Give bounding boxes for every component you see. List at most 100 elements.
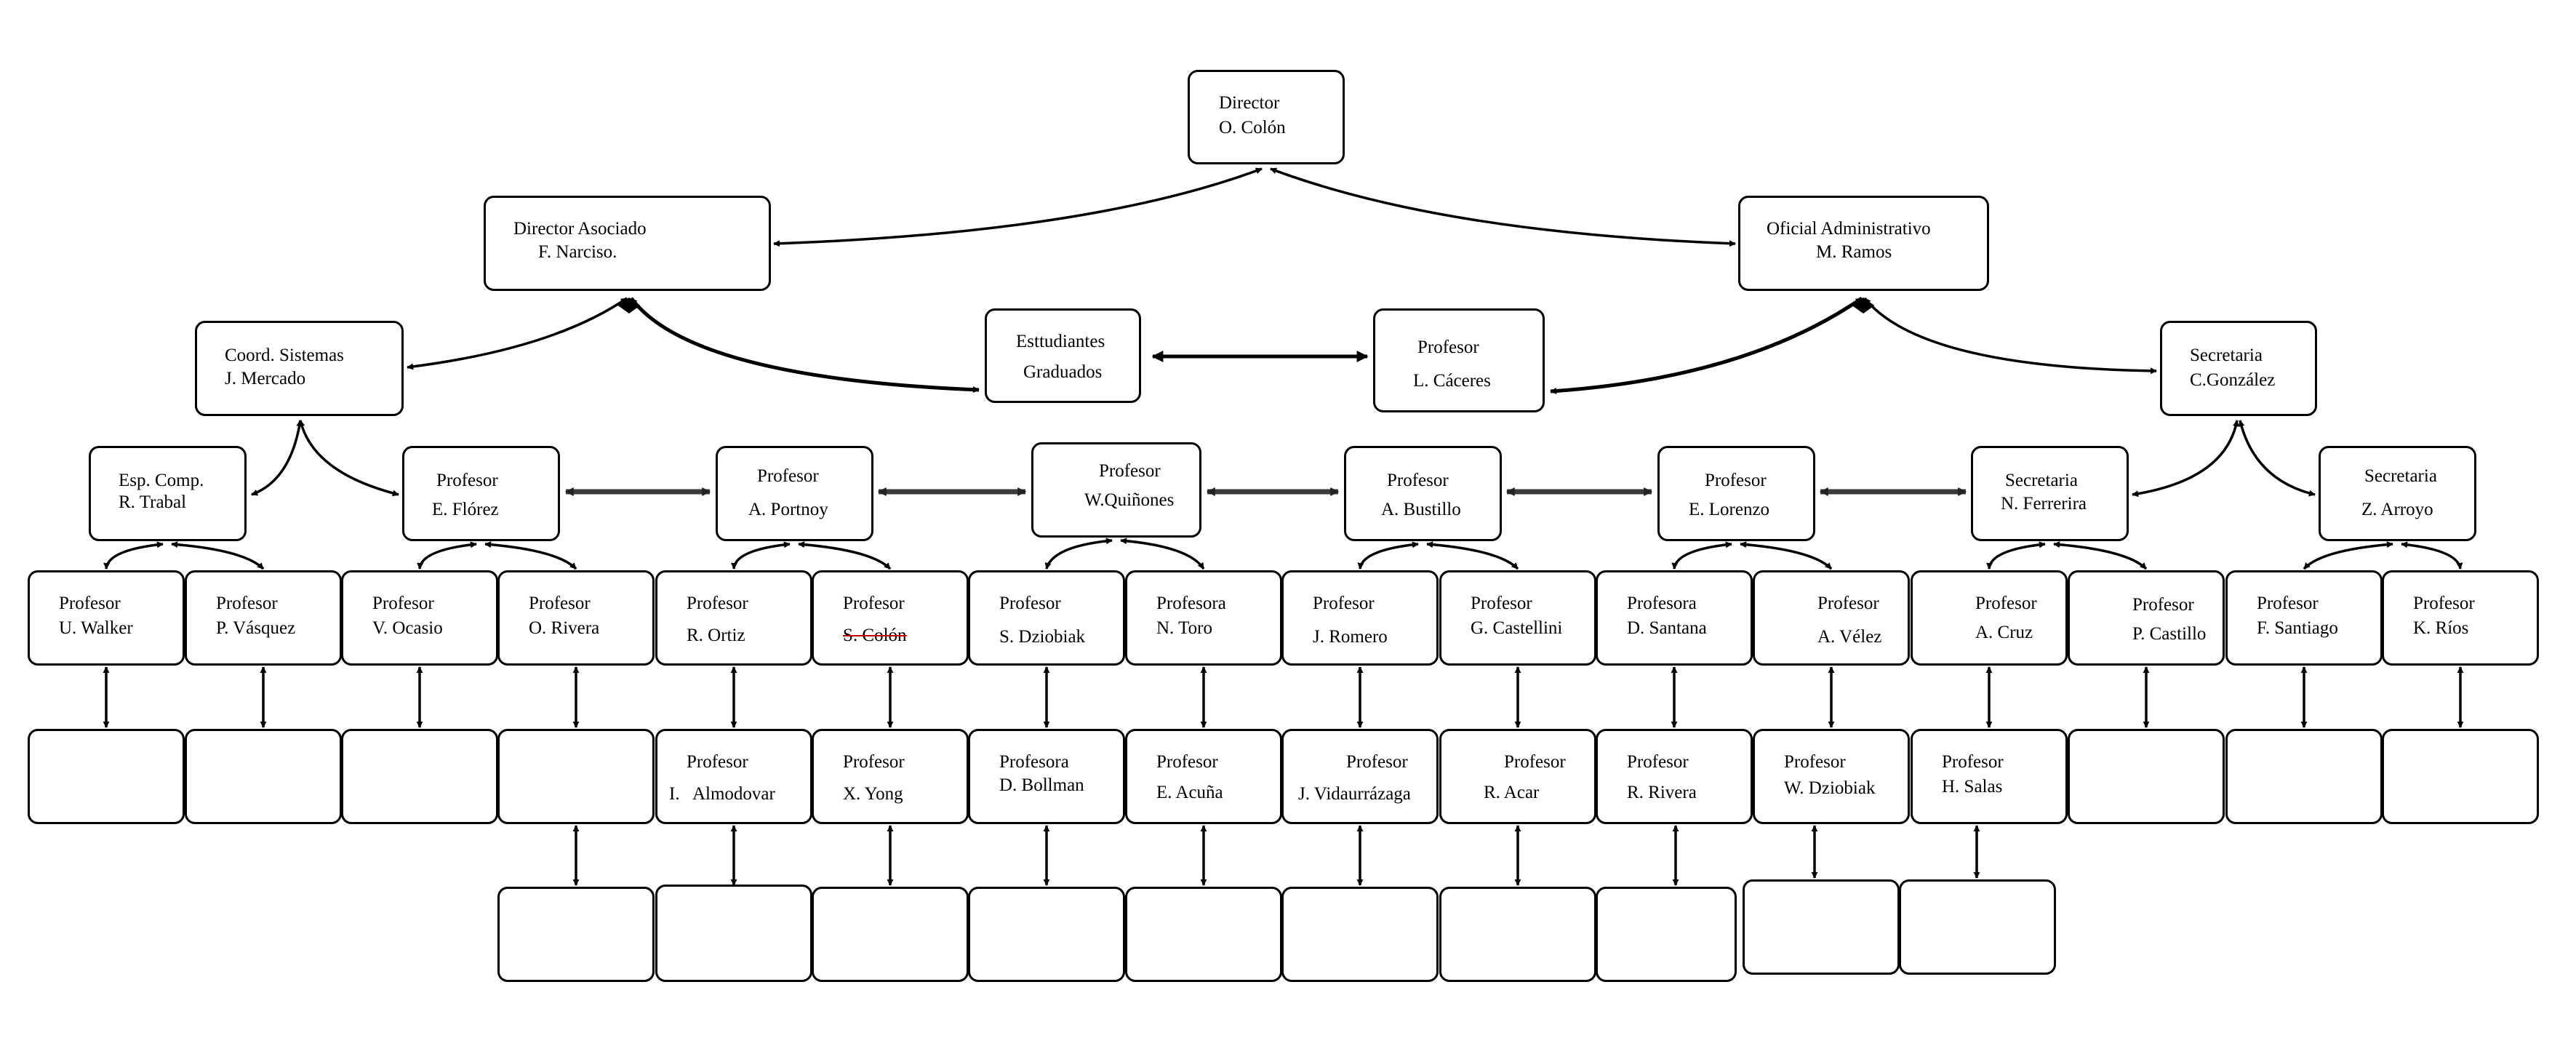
node-sec-ferrerira-title: Secretaria [2005, 471, 2078, 490]
row1-title-12: Profesor [1817, 594, 1879, 613]
link-coord-espcomp [251, 420, 303, 496]
row2-box-1 [28, 729, 185, 824]
row3-box-3 [812, 887, 969, 982]
junction-asociado [617, 298, 641, 314]
row2-person-11: R. Rivera [1627, 783, 1697, 802]
row1-box-2: Profesor P. Vásquez [185, 570, 342, 666]
link-fan-left-8 [2303, 541, 2393, 570]
row2-box-16 [2382, 729, 2539, 824]
row1-person-11: D. Santana [1627, 618, 1707, 638]
link-gonzalez-arroyo [2238, 420, 2316, 497]
link-director-asociado [773, 167, 1263, 247]
row1-title-11: Profesora [1627, 594, 1697, 613]
link-fan-right-2 [484, 541, 577, 570]
node-prof-caceres-person: L. Cáceres [1413, 371, 1491, 391]
row2-title-6: Profesor [843, 752, 905, 772]
row2-title-8: Profesor [1156, 752, 1218, 772]
row2-box-2 [185, 729, 342, 824]
node-sec-gonzalez-title: Secretaria [2190, 346, 2263, 365]
row2-box-13: Profesor H. Salas [1911, 729, 2068, 824]
row2-box-15 [2225, 729, 2383, 824]
row1-title-2: Profesor [216, 594, 278, 613]
row1-title-14: Profesor [2132, 595, 2194, 615]
node-sec-gonzalez-person: C.González [2190, 370, 2276, 390]
row1-person-4: O. Rivera [529, 618, 600, 638]
node-estudiantes-person: Graduados [1023, 362, 1103, 382]
row1-person-2: P. Vásquez [216, 618, 296, 638]
link-gonzalez-ferrerira [2132, 420, 2239, 498]
row1-box-5: Profesor R. Ortiz [655, 570, 812, 666]
node-estudiantes-title: Esttudiantes [1016, 332, 1105, 351]
link-asociado-estudiantes [629, 297, 980, 394]
row3-box-10 [1899, 879, 2056, 975]
node-oficial-administrativo-person: M. Ramos [1816, 242, 1892, 262]
row1-person-13: A. Cruz [1975, 623, 2033, 642]
link-fan-left-1 [103, 541, 164, 570]
node-sec-ferrerira: Secretaria N. Ferrerira [1971, 446, 2129, 541]
node-esp-comp-person: R. Trabal [119, 492, 187, 512]
row1-title-15: Profesor [2257, 594, 2319, 613]
row1-box-11: Profesora D. Santana [1596, 570, 1753, 666]
row1-title-3: Profesor [372, 594, 434, 613]
row2-title-9: Profesor [1346, 752, 1408, 772]
node-esp-comp-title: Esp. Comp. [119, 471, 204, 490]
row1-box-10: Profesor G. Castellini [1439, 570, 1596, 666]
row1-title-10: Profesor [1471, 594, 1532, 613]
row1-title-16: Profesor [2413, 594, 2475, 613]
node-director-asociado-title: Director Asociado [513, 219, 647, 239]
row3-box-2 [655, 885, 812, 982]
link-fan-left-7 [1985, 541, 2046, 570]
row3-box-4 [968, 887, 1125, 982]
node-sec-ferrerira-person: N. Ferrerira [2001, 494, 2087, 514]
row1-person-10: G. Castellini [1471, 618, 1563, 638]
node-coord-sistemas-title: Coord. Sistemas [225, 346, 344, 365]
row2-title-13: Profesor [1942, 752, 2004, 772]
row3-box-9 [1743, 879, 1900, 975]
node-prof-lorenzo-title: Profesor [1705, 471, 1767, 490]
link-coord-florez [298, 420, 399, 497]
row1-title-5: Profesor [687, 594, 748, 613]
link-fan-left-2 [417, 541, 477, 570]
row2-person-10: R. Acar [1484, 783, 1540, 802]
row2-person-13: H. Salas [1942, 777, 2003, 797]
row2-person-9: J. Vidaurrázaga [1298, 784, 1411, 804]
node-director-person: O. Colón [1219, 118, 1286, 137]
row1-person-9: J. Romero [1313, 627, 1388, 647]
row1-title-1: Profesor [59, 594, 121, 613]
node-prof-quinones-title: Profesor [1099, 461, 1161, 481]
row2-title-12: Profesor [1784, 752, 1846, 772]
row1-title-6: Profesor [843, 594, 905, 613]
row2-box-4 [497, 729, 655, 824]
node-prof-portnoy-person: A. Portnoy [748, 500, 828, 519]
node-prof-bustillo-person: A. Bustillo [1381, 500, 1461, 519]
row1-title-8: Profesora [1156, 594, 1226, 613]
row1-person-7: S. Dziobiak [999, 627, 1086, 647]
node-esp-comp: Esp. Comp. R. Trabal [89, 446, 247, 541]
row1-person-3: V. Ocasio [372, 618, 443, 638]
node-prof-florez-person: E. Flórez [432, 500, 499, 519]
row1-person-5: R. Ortiz [687, 626, 745, 645]
